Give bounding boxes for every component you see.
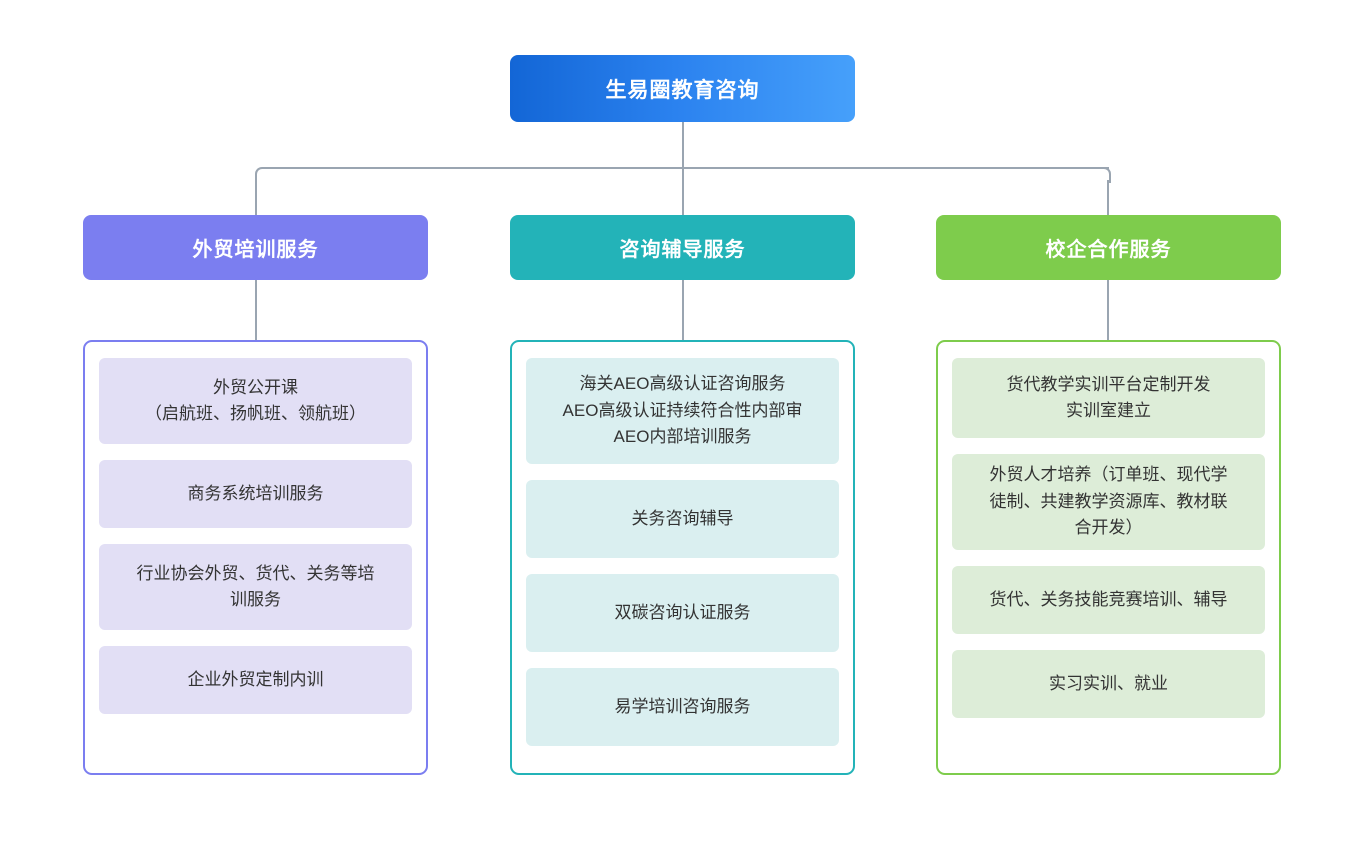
branch-header-xiaoqi-hezuo[interactable]: 校企合作服务: [936, 215, 1281, 280]
connector-elbow-right: [1095, 167, 1111, 183]
service-item[interactable]: 行业协会外贸、货代、关务等培 训服务: [99, 544, 412, 630]
connector-bus: [268, 167, 1109, 169]
service-item[interactable]: 双碳咨询认证服务: [526, 574, 839, 652]
branch-container-zixun-fudao: 海关AEO高级认证咨询服务 AEO高级认证持续符合性内部审 AEO内部培训服务 …: [510, 340, 855, 775]
branch-header-waimao-peixun[interactable]: 外贸培训服务: [83, 215, 428, 280]
branch-header-label: 外贸培训服务: [192, 239, 319, 261]
branch-container-xiaoqi-hezuo: 货代教学实训平台定制开发 实训室建立 外贸人才培养（订单班、现代学 徒制、共建教…: [936, 340, 1281, 775]
connector-drop-branch-1: [255, 180, 257, 216]
connector-root-stem: [682, 122, 684, 168]
service-item[interactable]: 外贸人才培养（订单班、现代学 徒制、共建教学资源库、教材联 合开发）: [952, 454, 1265, 550]
service-item[interactable]: 商务系统培训服务: [99, 460, 412, 528]
connector-elbow-left: [255, 167, 271, 183]
connector-stem-branch-2: [682, 280, 684, 341]
service-item[interactable]: 货代教学实训平台定制开发 实训室建立: [952, 358, 1265, 438]
service-item[interactable]: 易学培训咨询服务: [526, 668, 839, 746]
service-item[interactable]: 企业外贸定制内训: [99, 646, 412, 714]
service-item[interactable]: 外贸公开课 （启航班、扬帆班、领航班）: [99, 358, 412, 444]
branch-header-label: 校企合作服务: [1045, 239, 1172, 261]
branch-header-zixun-fudao[interactable]: 咨询辅导服务: [510, 215, 855, 280]
root-node-label: 生易圈教育咨询: [605, 78, 760, 102]
branch-container-waimao-peixun: 外贸公开课 （启航班、扬帆班、领航班） 商务系统培训服务 行业协会外贸、货代、关…: [83, 340, 428, 775]
connector-stem-branch-3: [1107, 280, 1109, 341]
service-item[interactable]: 关务咨询辅导: [526, 480, 839, 558]
connector-drop-branch-2: [682, 168, 684, 216]
service-item[interactable]: 海关AEO高级认证咨询服务 AEO高级认证持续符合性内部审 AEO内部培训服务: [526, 358, 839, 464]
service-item[interactable]: 货代、关务技能竞赛培训、辅导: [952, 566, 1265, 634]
root-node[interactable]: 生易圈教育咨询: [510, 55, 855, 122]
service-item[interactable]: 实习实训、就业: [952, 650, 1265, 718]
connector-drop-branch-3: [1107, 180, 1109, 216]
branch-header-label: 咨询辅导服务: [619, 239, 746, 261]
connector-stem-branch-1: [255, 280, 257, 341]
